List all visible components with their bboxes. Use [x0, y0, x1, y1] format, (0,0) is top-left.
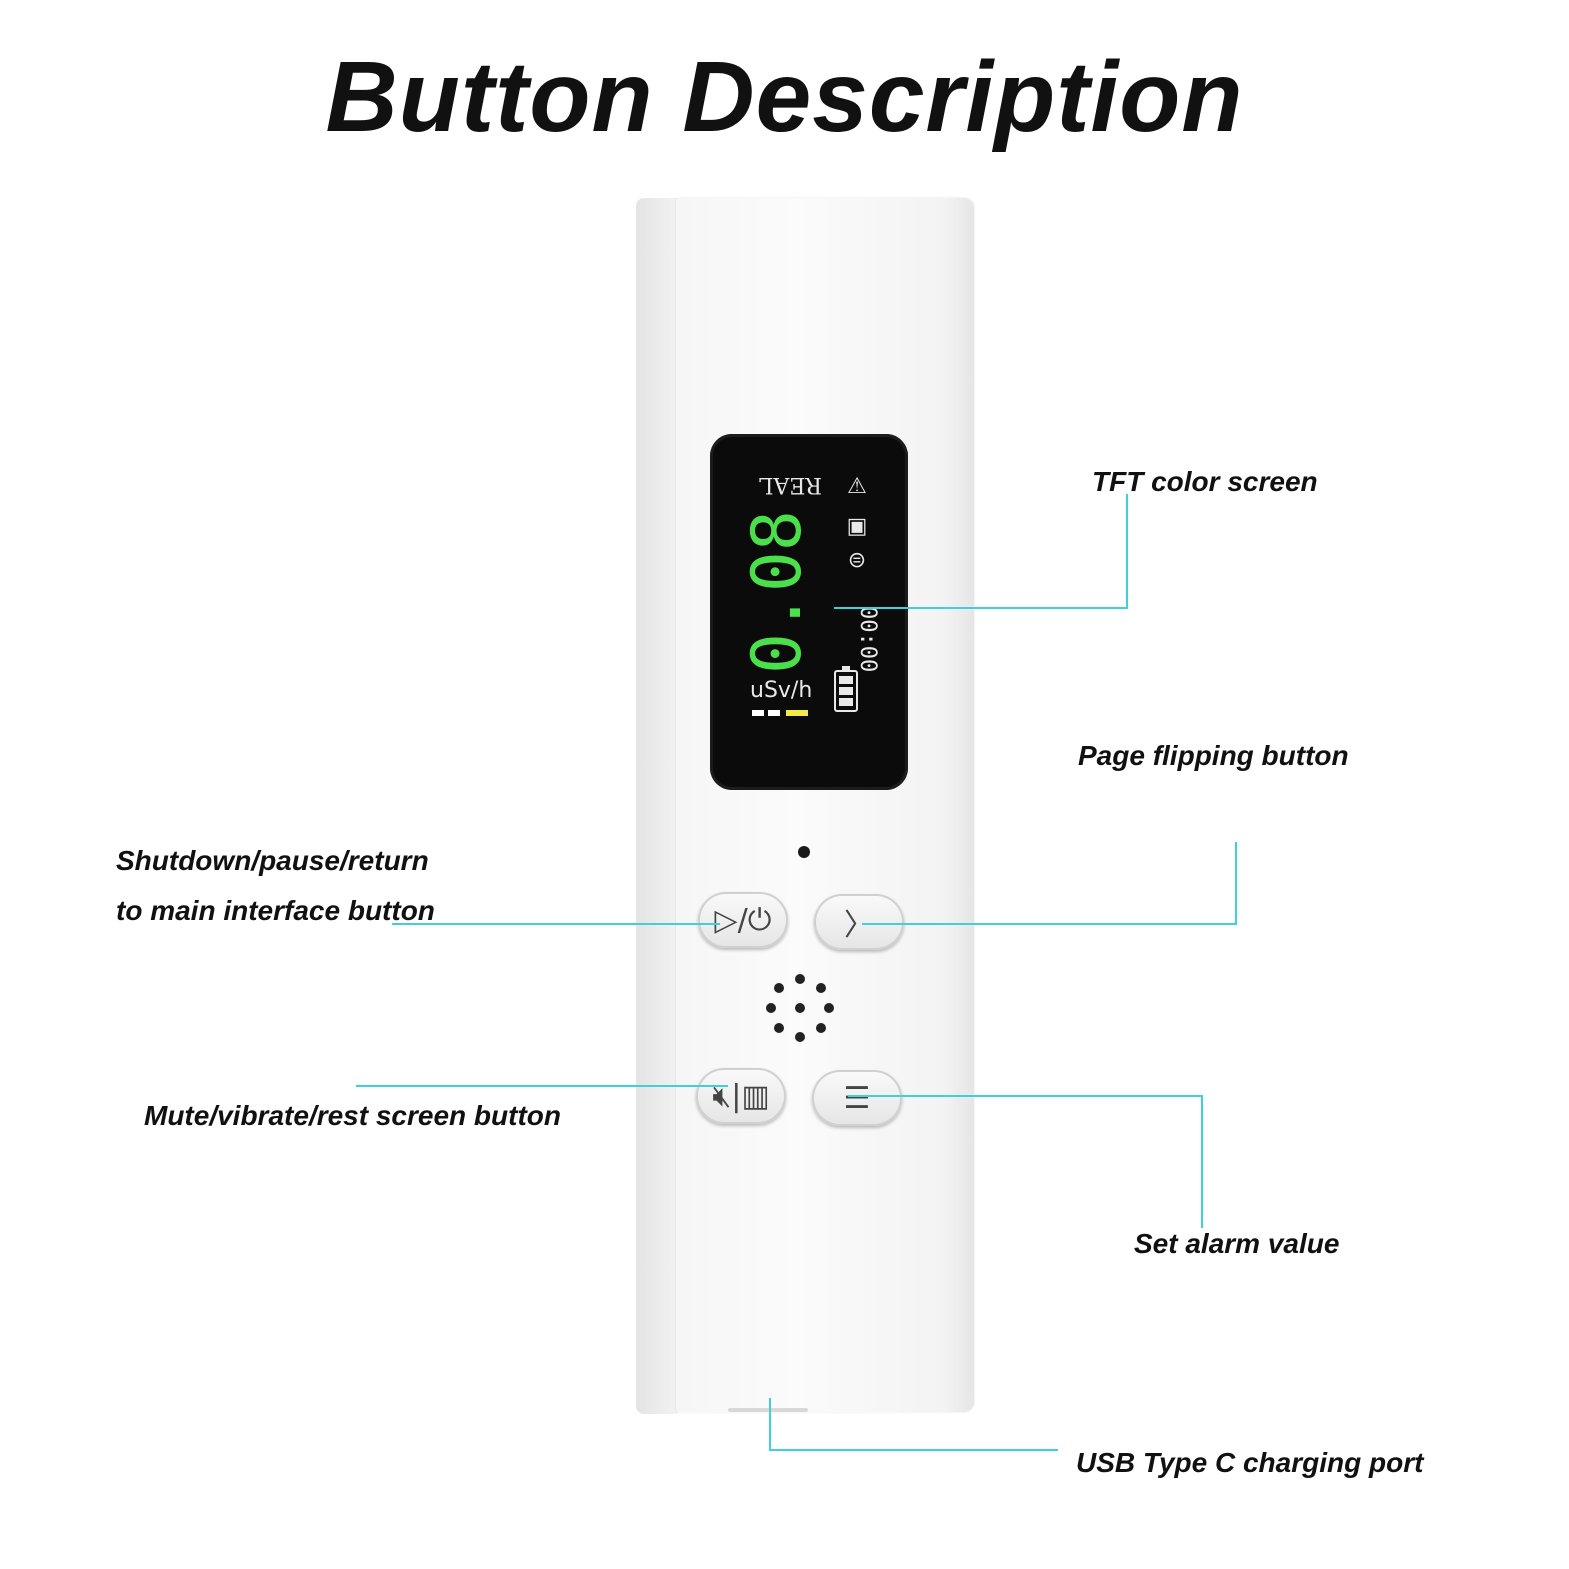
leader-line-usb — [769, 1398, 1058, 1451]
battery-icon — [834, 666, 858, 712]
label-shutdown-line2: to main interface button — [116, 895, 435, 926]
speaker-dot — [766, 1003, 776, 1013]
play-power-icon: ▷/⏻ — [714, 902, 772, 938]
indicator-led — [798, 846, 810, 858]
battery-cell — [839, 676, 853, 684]
leader-line-alarm — [848, 1095, 1203, 1228]
label-shutdown-line1: Shutdown/pause/return — [116, 845, 429, 876]
speaker-dot — [795, 1003, 805, 1013]
leader-line-screen — [834, 494, 1128, 609]
set-alarm-button[interactable]: ☰ — [812, 1070, 902, 1126]
device-side-panel — [636, 198, 678, 1414]
mute-vibrate-button[interactable]: 🔇︎|▥ — [696, 1068, 786, 1124]
battery-cell — [839, 687, 853, 695]
mute-vibrate-icon: 🔇︎|▥ — [712, 1078, 770, 1114]
speaker-dot — [774, 1023, 784, 1033]
dosimeter-device: REAL 0.08 uSv/h 00:00 ⚠ ▣ ⊜ ▷/⏻ 〉 🔇︎|▥ — [636, 198, 976, 1414]
label-tft-screen: TFT color screen — [1092, 466, 1318, 497]
pause-status-icon: ⊜ — [847, 548, 867, 573]
page-title: Button Description — [325, 41, 1244, 153]
dose-bar-2 — [768, 710, 780, 716]
shutdown-pause-button[interactable]: ▷/⏻ — [698, 892, 788, 948]
page-flip-button[interactable]: 〉 — [814, 894, 904, 950]
leader-line-page-flip — [862, 842, 1237, 925]
screen-timer-text: 00:00 — [855, 605, 880, 673]
menu-icon: ☰ — [843, 1080, 871, 1116]
label-set-alarm: Set alarm value — [1134, 1228, 1340, 1259]
speaker-dot — [795, 974, 805, 984]
speaker-dot — [774, 983, 784, 993]
tft-color-screen: REAL 0.08 uSv/h 00:00 ⚠ ▣ ⊜ — [710, 434, 908, 790]
label-mute: Mute/vibrate/rest screen button — [144, 1100, 561, 1131]
device-front-panel — [676, 198, 974, 1412]
vibrate-off-icon: ▣ — [846, 514, 868, 539]
battery-cell — [839, 698, 853, 706]
usb-type-c-port — [728, 1408, 808, 1412]
dose-bar-1 — [752, 710, 764, 716]
screen-unit-text: uSv/h — [750, 678, 813, 703]
speaker-dot — [816, 1023, 826, 1033]
speaker-dot — [816, 983, 826, 993]
label-usb-port: USB Type C charging port — [1076, 1447, 1424, 1478]
signal-off-icon: ⚠ — [847, 474, 867, 499]
speaker-dot — [824, 1003, 834, 1013]
label-page-flip: Page flipping button — [1078, 740, 1349, 771]
chevron-right-icon: 〉 — [844, 908, 874, 943]
speaker-dot — [795, 1032, 805, 1042]
dose-bar-3 — [786, 710, 808, 716]
